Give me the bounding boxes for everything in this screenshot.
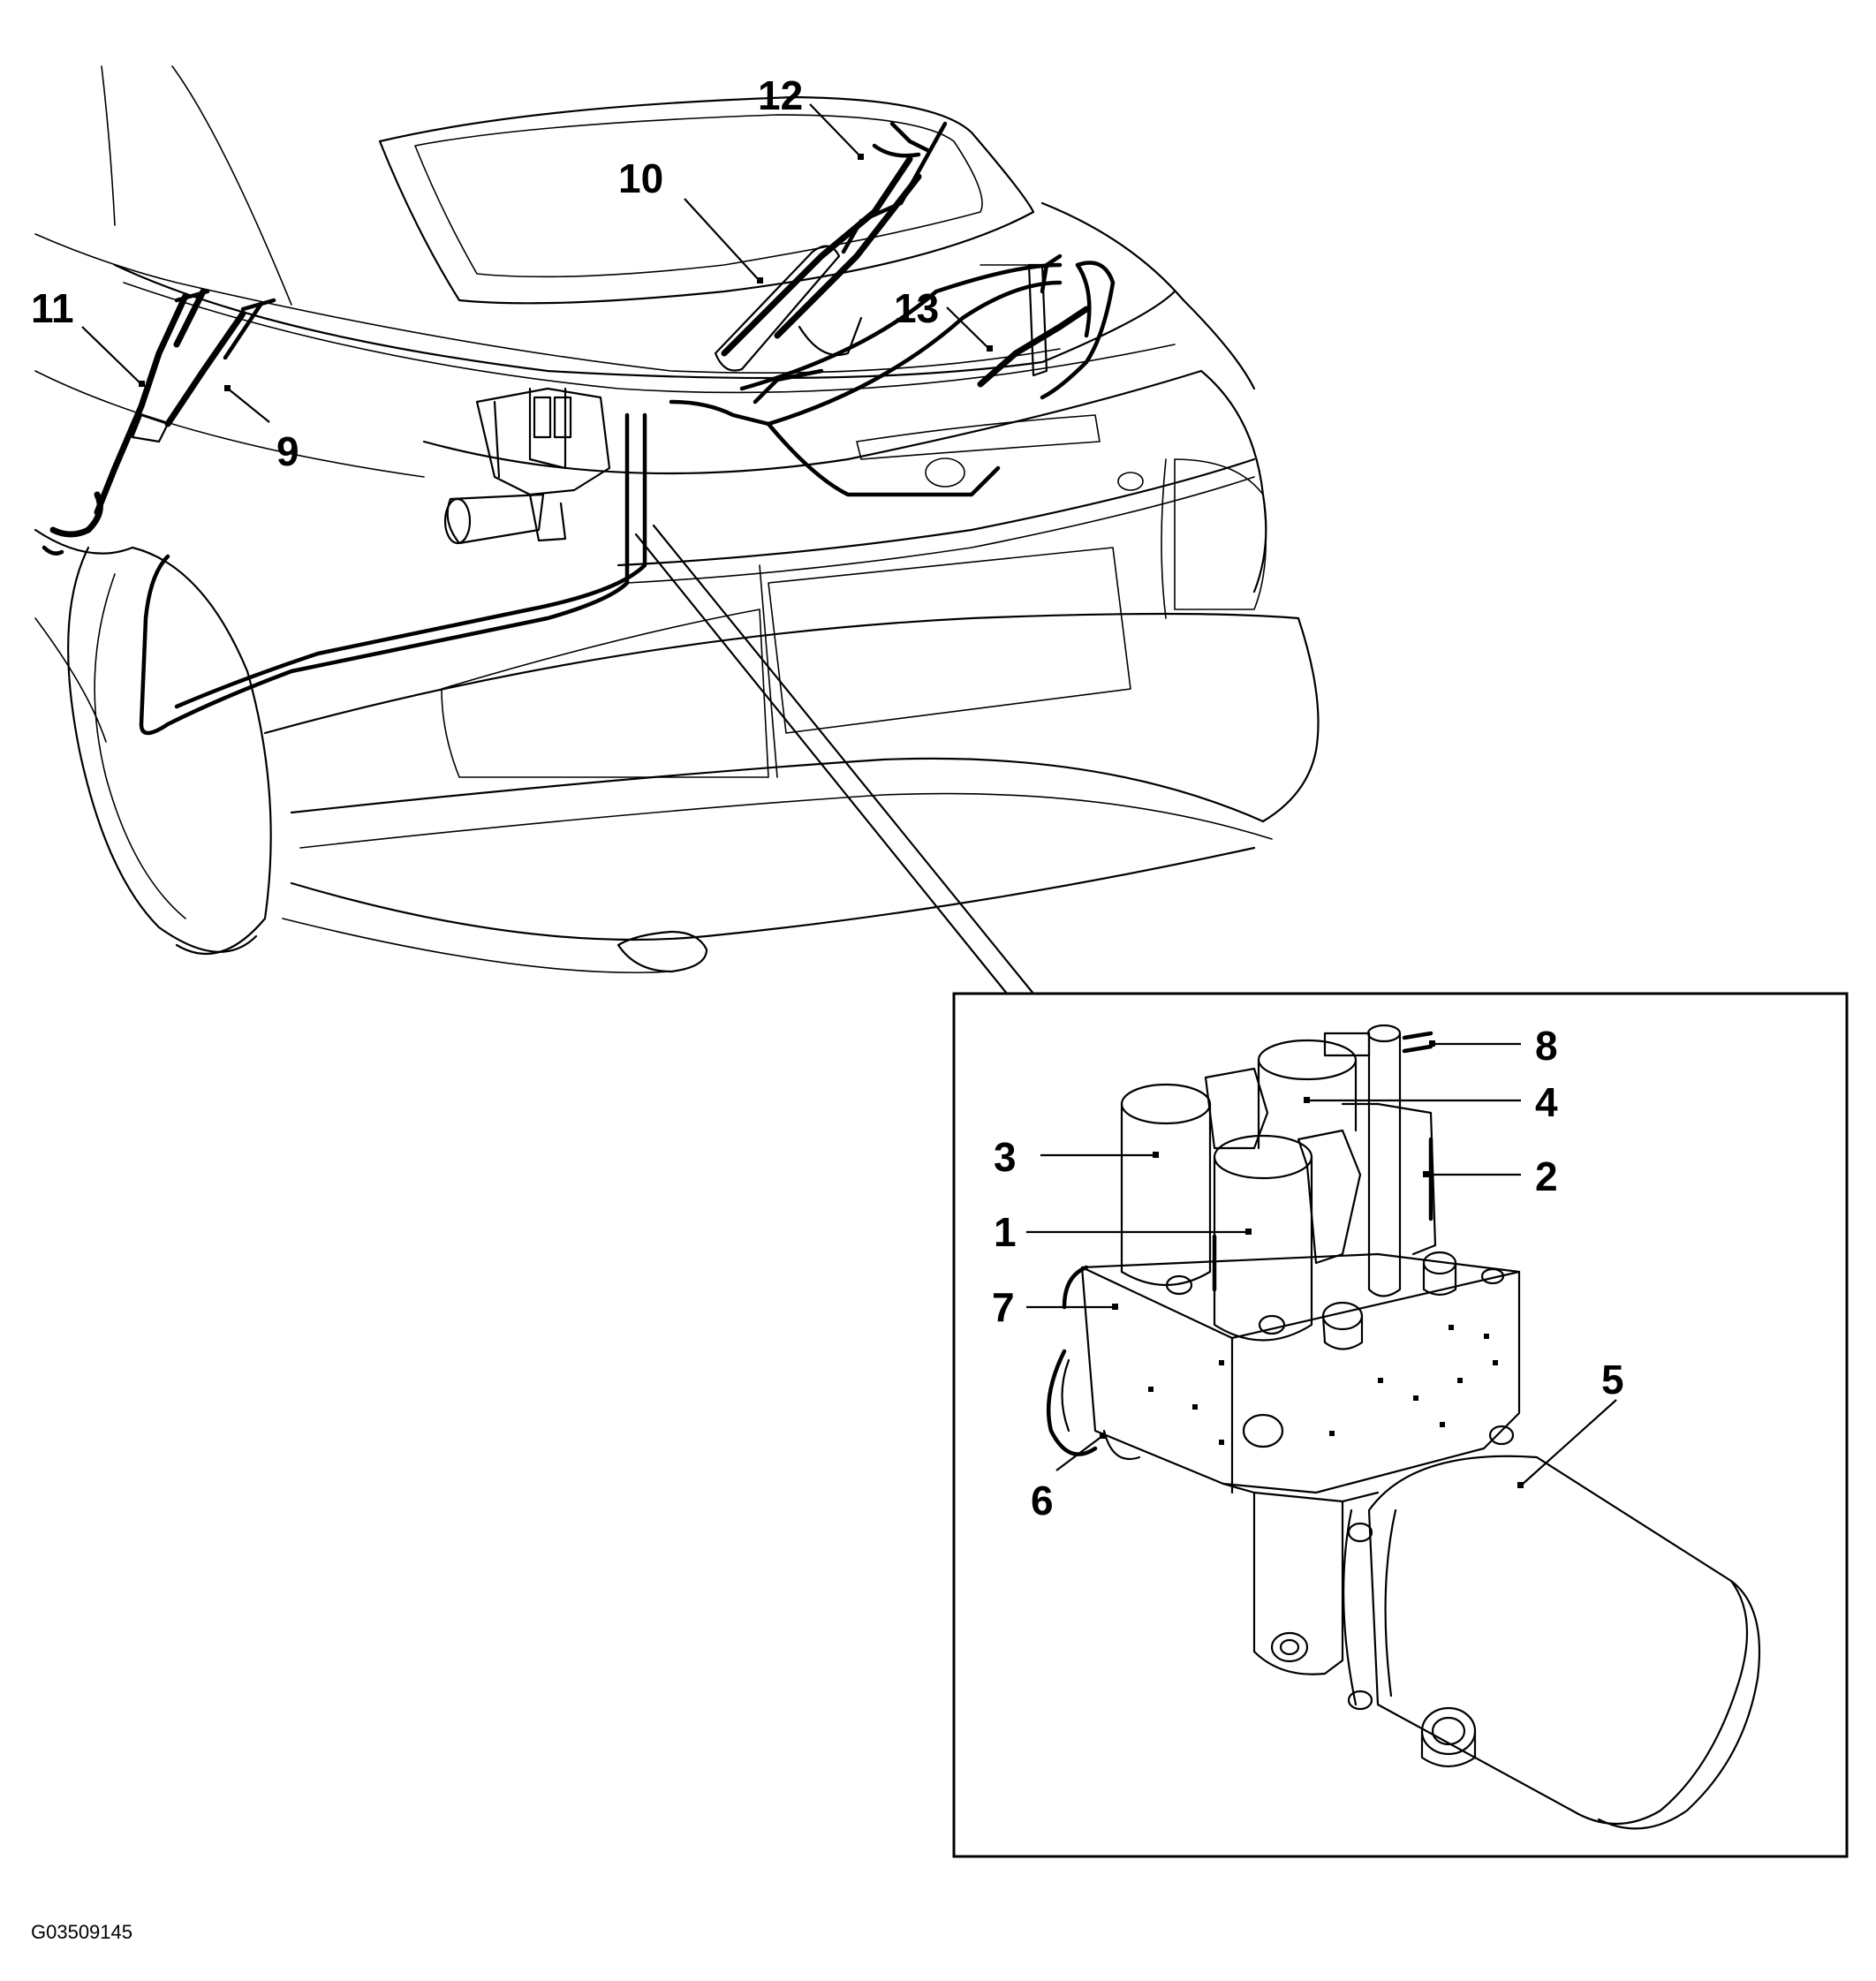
- callout-labels: 1 2 3 4 5 6 7 8 9 10 11 12 13: [31, 72, 1624, 1524]
- left-cylinders: [42, 288, 276, 556]
- callout-8: 8: [1535, 1023, 1558, 1069]
- inset-detail-box: [952, 992, 1849, 1858]
- pump-on-car: [443, 387, 611, 545]
- callout-12: 12: [758, 72, 803, 118]
- callout-13: 13: [894, 285, 939, 331]
- callout-4: 4: [1535, 1079, 1558, 1125]
- trunk-cylinders: [714, 121, 930, 405]
- callout-11: 11: [31, 285, 74, 331]
- right-cylinders: [977, 253, 1116, 400]
- hydraulic-lines: [139, 121, 1063, 736]
- callout-9: 9: [276, 428, 299, 474]
- callout-5: 5: [1601, 1357, 1624, 1403]
- callout-3: 3: [994, 1134, 1017, 1180]
- callout-2: 2: [1535, 1153, 1558, 1199]
- inset-pointer: [634, 524, 1035, 995]
- callout-6: 6: [1031, 1478, 1054, 1524]
- callout-7: 7: [992, 1284, 1015, 1330]
- callout-10: 10: [618, 155, 663, 201]
- leader-lines: [81, 103, 1617, 1488]
- figure-code: G03509145: [31, 1921, 132, 1943]
- car-rear-illustration: [34, 65, 1320, 974]
- callout-1: 1: [994, 1209, 1017, 1255]
